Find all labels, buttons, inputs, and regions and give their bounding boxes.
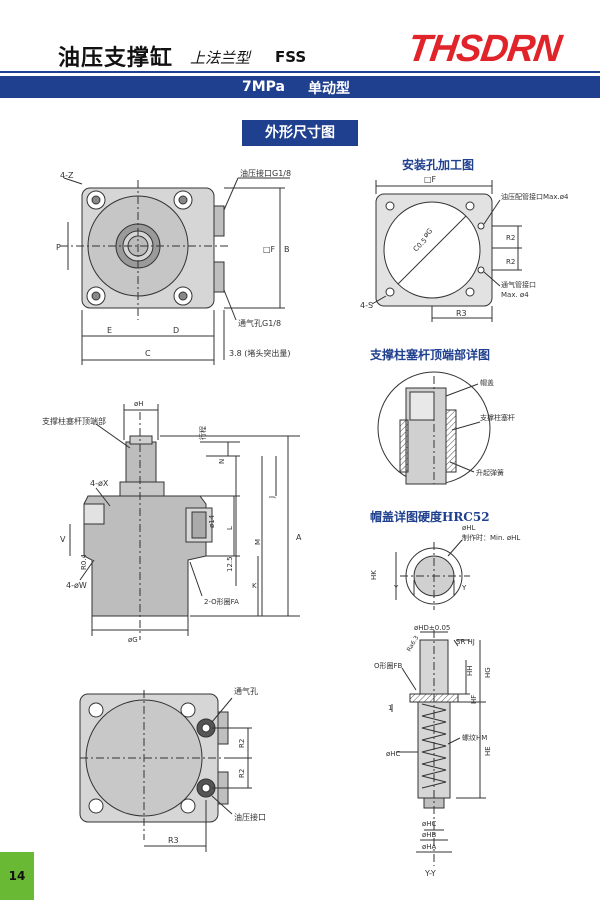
label-vent-fitting-max: Max. ø4: [501, 291, 529, 299]
label-a: A: [296, 533, 302, 542]
label-oring-fa: 2-O形圈FA: [204, 598, 239, 606]
label-vent-hole: 通气孔: [234, 686, 258, 696]
cap-detail-title: 帽盖详图硬度HRC52: [370, 510, 490, 524]
label-hc: øHC: [386, 750, 401, 758]
cap-section-yy: [391, 630, 486, 866]
label-l: L: [226, 526, 234, 530]
label-piston-tip: 支撑柱塞杆顶端部: [42, 416, 106, 426]
label-r2-bottom-a: R2: [238, 739, 246, 748]
label-r2-b: R2: [506, 258, 515, 266]
label-12-5: 12.5: [226, 556, 234, 572]
label-hl: øHL: [462, 524, 476, 532]
label-he: HE: [484, 746, 492, 756]
side-view: [69, 404, 300, 640]
label-hg: HG: [484, 667, 492, 678]
label-v: V: [60, 535, 66, 544]
label-r3-bottom: R3: [168, 836, 179, 845]
label-oil-port: 油压接口: [234, 812, 266, 822]
label-ra63: Ra6.3: [406, 634, 421, 653]
pressure-rating: 7MPa: [242, 79, 286, 95]
piston-tip-detail: [377, 371, 491, 485]
label-y-right: Y: [461, 584, 467, 592]
install-hole-view: [371, 180, 522, 322]
label-ha: øHA: [422, 843, 437, 851]
label-r2-a: R2: [506, 234, 515, 242]
label-stroke: 行程: [198, 426, 207, 440]
label-e: E: [107, 326, 112, 335]
label-hc-bottom: øHC: [422, 820, 437, 828]
install-hole-title: 安装孔加工图: [402, 158, 475, 172]
label-phi14: ø14: [208, 514, 216, 528]
header-divider: [0, 71, 600, 73]
label-d: D: [173, 326, 179, 335]
top-view: [60, 177, 290, 365]
label-piston-rod: 支撑柱塞杆: [480, 413, 515, 422]
label-oil-fitting: 油压配管接口Max.ø4: [501, 192, 569, 201]
label-spring: 升起弹簧: [476, 468, 504, 477]
spec-band: 7MPa 单动型: [0, 76, 600, 98]
model-code: FSS: [275, 48, 307, 66]
label-hd: øHD±0.05: [414, 624, 450, 632]
label-p: P: [56, 243, 61, 252]
label-thread-hm: 螺纹HM: [462, 733, 487, 742]
label-one: 1: [388, 704, 392, 712]
label-4s: 4-S: [360, 301, 373, 310]
label-j: J: [268, 496, 276, 499]
label-4w: 4-øW: [66, 581, 87, 590]
cap-detail-top: [395, 539, 470, 610]
section-title: 外形尺寸图: [242, 120, 358, 146]
label-4z: 4-Z: [60, 171, 74, 180]
label-r2-bottom-b: R2: [238, 769, 246, 778]
label-hl-tolerance: 制作时：Min. øHL: [462, 533, 520, 542]
label-h-diam: øH: [134, 400, 144, 408]
page-subtitle: 上法兰型: [190, 49, 251, 67]
label-n: N: [218, 459, 226, 464]
label-c: C: [145, 349, 151, 358]
label-srhj: SR HJ: [456, 638, 475, 646]
label-oil-port-g18: 油压接口G1/8: [240, 168, 291, 178]
label-vent-g18: 通气孔G1/8: [238, 318, 281, 328]
label-hb: øHB: [422, 831, 437, 839]
action-type: 单动型: [308, 81, 350, 97]
label-k: K: [252, 582, 257, 590]
label-hk: HK: [370, 570, 378, 580]
label-yy: Y-Y: [424, 869, 436, 878]
piston-detail-title: 支撑柱塞杆顶端部详图: [370, 348, 491, 362]
bottom-view: [79, 690, 252, 852]
label-4x: 4-øX: [90, 479, 109, 488]
page-title: 油压支撑缸: [58, 46, 174, 71]
label-vent-fitting: 通气管接口: [501, 280, 536, 289]
label-r04: R0.4: [80, 553, 88, 570]
page-number: 14: [0, 852, 34, 900]
label-hf: HF: [470, 695, 478, 704]
label-b: B: [284, 245, 290, 254]
label-oring-fb: O形圈FB: [374, 662, 403, 670]
label-r3: R3: [456, 309, 467, 318]
label-f: □F: [263, 245, 276, 254]
label-plug-protrusion: 3.8 (堵头突出量): [229, 348, 291, 358]
label-cap: 帽盖: [480, 378, 494, 387]
label-f-install: □F: [424, 175, 437, 184]
label-hh: HH: [466, 665, 474, 676]
label-g-bottom: øG: [128, 636, 138, 644]
label-m: M: [254, 539, 262, 545]
label-y-left: Y: [393, 584, 399, 592]
